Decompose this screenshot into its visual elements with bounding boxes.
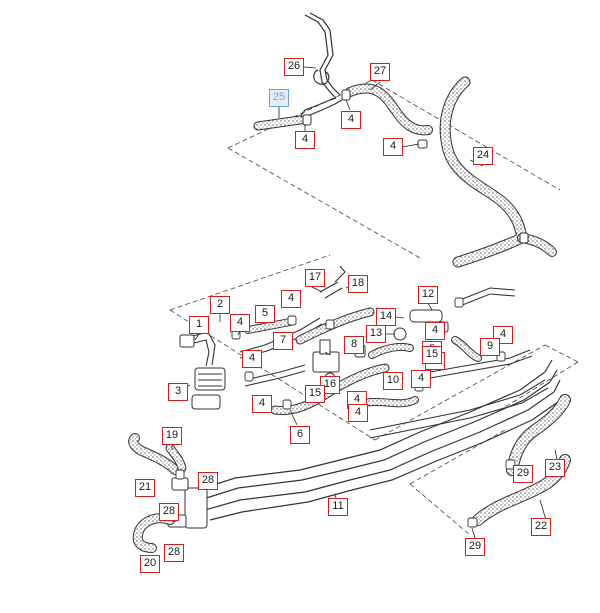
- callout-4-mid-b[interactable]: 4: [230, 314, 250, 332]
- callout-18[interactable]: 18: [348, 275, 368, 293]
- callout-29-b[interactable]: 29: [465, 538, 485, 556]
- main-coolant-pipe: [197, 359, 561, 521]
- callout-4-mid-g[interactable]: 4: [411, 370, 431, 388]
- callout-28-c[interactable]: 28: [164, 544, 184, 562]
- callout-22[interactable]: 22: [531, 518, 551, 536]
- callout-27[interactable]: 27: [370, 63, 390, 81]
- callout-24[interactable]: 24: [473, 147, 493, 165]
- callout-14[interactable]: 14: [376, 308, 396, 326]
- callout-4-mid-i[interactable]: 4: [252, 395, 272, 413]
- callout-28-a[interactable]: 28: [198, 472, 218, 490]
- callout-12[interactable]: 12: [418, 286, 438, 304]
- callout-17[interactable]: 17: [305, 269, 325, 287]
- callout-25-selected[interactable]: 25: [269, 89, 289, 107]
- bracket-pipe: [297, 12, 343, 125]
- callout-20[interactable]: 20: [140, 555, 160, 573]
- callout-4-mid-e[interactable]: 4: [242, 350, 262, 368]
- callout-4-mid-c[interactable]: 4: [425, 322, 445, 340]
- callout-9[interactable]: 9: [480, 338, 500, 356]
- callout-3[interactable]: 3: [168, 383, 188, 401]
- middle-assembly-outline: [169, 254, 579, 441]
- callout-2[interactable]: 2: [210, 296, 230, 314]
- callout-13[interactable]: 13: [366, 325, 386, 343]
- callout-7[interactable]: 7: [273, 332, 293, 350]
- upper-clamps: [302, 89, 529, 244]
- hose-27: [345, 83, 433, 136]
- callout-15-a[interactable]: 15: [305, 385, 325, 403]
- callout-4-upper-c[interactable]: 4: [383, 138, 403, 156]
- callout-28-b[interactable]: 28: [159, 503, 179, 521]
- callout-6[interactable]: 6: [290, 426, 310, 444]
- callout-16[interactable]: 16: [320, 376, 340, 394]
- callout-4-upper-a[interactable]: 4: [341, 111, 361, 129]
- callout-26[interactable]: 26: [284, 58, 304, 76]
- callout-21[interactable]: 21: [135, 479, 155, 497]
- callout-29-a[interactable]: 29: [513, 465, 533, 483]
- coolant-pump-assembly: [179, 334, 226, 410]
- callout-5-a[interactable]: 5: [255, 305, 275, 323]
- callout-8[interactable]: 8: [344, 336, 364, 354]
- callout-10[interactable]: 10: [383, 372, 403, 390]
- callout-1[interactable]: 1: [189, 316, 209, 334]
- middle-pipes: [184, 265, 549, 439]
- callout-19[interactable]: 19: [162, 427, 182, 445]
- callout-11[interactable]: 11: [328, 498, 348, 516]
- callout-23[interactable]: 23: [545, 459, 565, 477]
- right-assembly-outline: [409, 429, 506, 536]
- callout-4-mid-j[interactable]: 4: [348, 404, 368, 422]
- callout-15-b[interactable]: 15: [422, 346, 442, 364]
- callout-4-mid-a[interactable]: 4: [281, 290, 301, 308]
- callout-4-upper-b[interactable]: 4: [295, 131, 315, 149]
